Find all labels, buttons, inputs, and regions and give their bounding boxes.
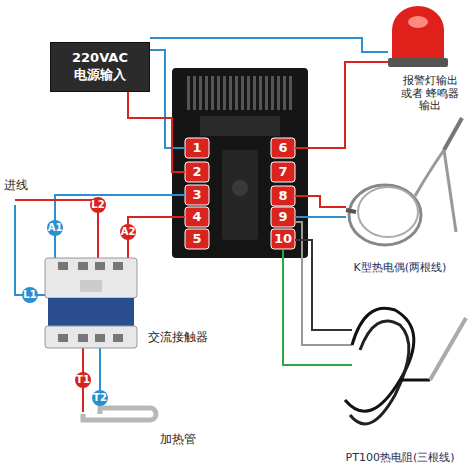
terminal-number: 2 xyxy=(192,165,201,180)
controller-knob xyxy=(232,180,248,196)
controller-ridge xyxy=(200,116,280,136)
controller-body xyxy=(172,68,308,258)
vent-slots xyxy=(185,76,295,110)
wire-label: 进线 xyxy=(4,179,28,193)
pt100-sensor xyxy=(345,308,466,424)
terminal-circles xyxy=(22,197,136,406)
terminal-blocks xyxy=(185,138,295,249)
terminal-tag: L2 xyxy=(91,199,104,211)
k-thermocouple xyxy=(346,118,462,245)
part-name: 报警灯输出 或者 蜂鸣器输出 xyxy=(399,75,461,113)
part-name: K型热电偶(两根线) xyxy=(354,262,447,275)
contactor-symbol xyxy=(45,258,137,348)
terminal-tag: A2 xyxy=(121,226,136,238)
terminal-number: 10 xyxy=(274,232,292,247)
terminal-tag: T1 xyxy=(76,374,90,386)
terminal-number: 3 xyxy=(192,188,201,203)
controller-center xyxy=(222,150,258,240)
terminal-tag: L1 xyxy=(23,289,36,301)
part-name: PT100热电阻(三根线) xyxy=(346,452,455,465)
terminal-number: 9 xyxy=(278,210,287,225)
terminal-number: 4 xyxy=(192,210,201,225)
terminal-tag: T2 xyxy=(93,392,107,404)
power-input-box: 220VAC 电源输入 xyxy=(50,42,150,92)
terminal-number: 5 xyxy=(192,232,201,247)
wires xyxy=(15,38,392,412)
terminal-number: 8 xyxy=(278,189,287,204)
terminal-number: 6 xyxy=(278,141,287,156)
terminal-number: 1 xyxy=(192,141,201,156)
alarm-light xyxy=(388,6,448,67)
part-name: 加热管 xyxy=(160,433,196,447)
terminal-tag: A1 xyxy=(48,222,63,234)
terminal-number: 7 xyxy=(278,165,287,180)
box-text: 220VAC 电源输入 xyxy=(67,50,133,84)
part-name: 交流接触器 xyxy=(148,331,208,345)
heater-tube xyxy=(83,408,156,420)
